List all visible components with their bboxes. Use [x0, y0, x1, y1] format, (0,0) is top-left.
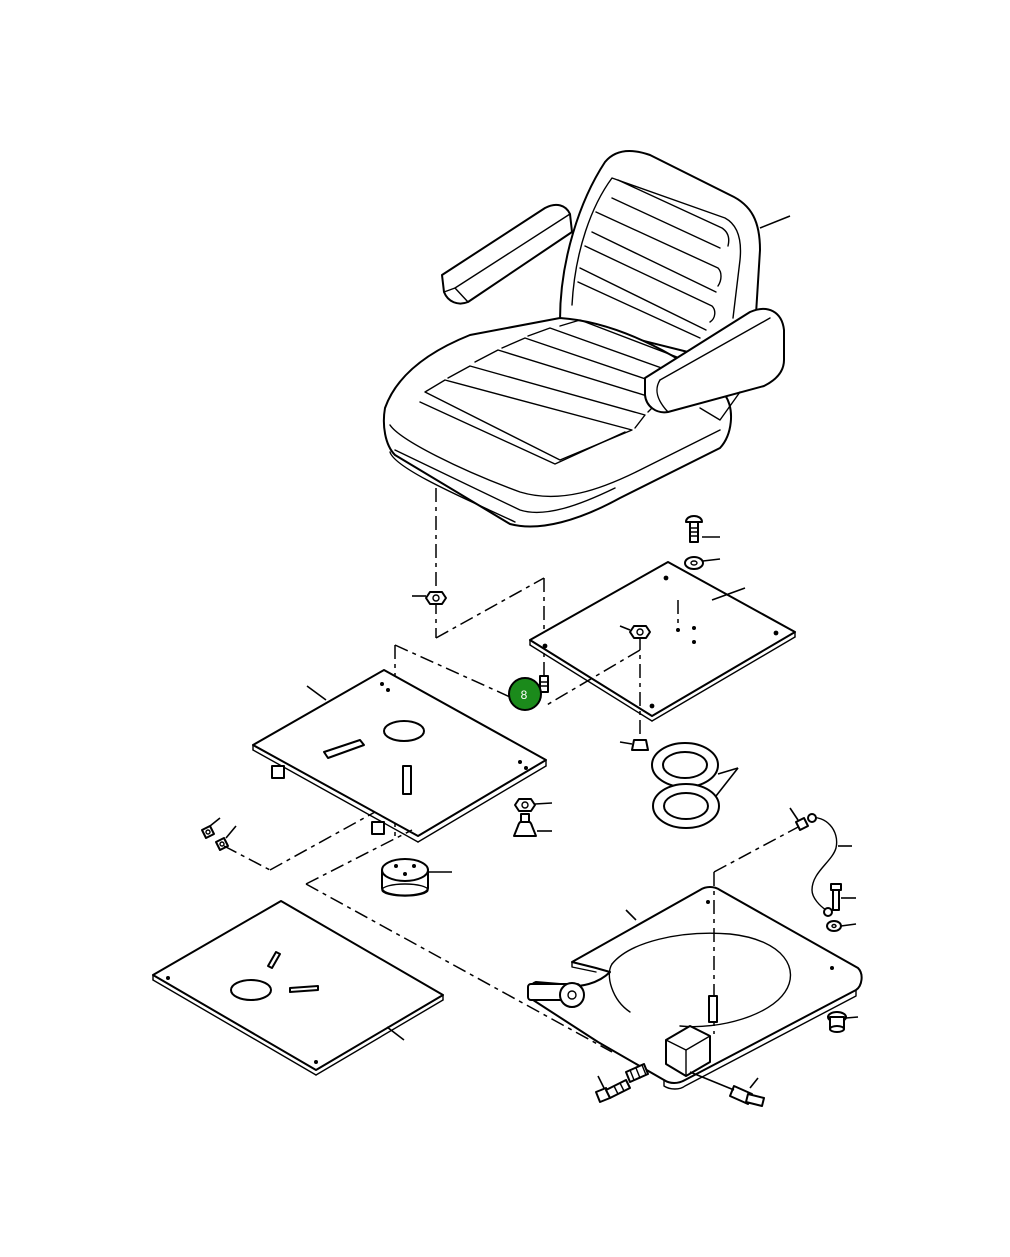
washer-top [684, 556, 721, 570]
swivel-plate [527, 886, 863, 1090]
callout-8[interactable]: 8 [508, 677, 542, 711]
callout-number: 8 [521, 688, 528, 702]
bolt-bottom-right [689, 1071, 765, 1107]
ground-cable [789, 807, 852, 917]
upper-right-plate [529, 561, 796, 722]
bolt-callout-area [539, 675, 549, 693]
nut-upper-plate [619, 625, 651, 639]
seat-cushion [382, 317, 732, 528]
left-armrest [441, 203, 573, 305]
rubber-foot [513, 813, 552, 837]
bolt-bottom-left [595, 1075, 631, 1103]
washer-right-stack [826, 920, 857, 932]
seat-assembly [382, 149, 791, 528]
bolt-under-plate [619, 739, 649, 751]
carriage-bolt-top [685, 515, 720, 543]
nut-middle-right [514, 798, 553, 812]
spacer-right [827, 1011, 859, 1033]
center-plate-line [394, 644, 531, 707]
bottom-plate-line-b [305, 883, 613, 1053]
pin-swivel [708, 995, 718, 1023]
upper-plate-line-c [544, 649, 641, 707]
middle-plate [252, 669, 547, 843]
bolt-right-stack [830, 883, 856, 911]
bottom-plate-line-a [305, 829, 413, 885]
swivel-hub [381, 858, 452, 897]
ring-washers [651, 742, 739, 829]
nut-upper-left [412, 591, 447, 605]
spring-bottom [625, 1063, 649, 1083]
left-nut-line-2 [269, 811, 376, 871]
swivel-pin-line-2 [713, 825, 801, 873]
seat-back [559, 149, 791, 356]
right-armrest [644, 307, 785, 421]
left-nuts [201, 817, 237, 851]
left-nut-line [223, 845, 271, 871]
bottom-left-plate [152, 900, 444, 1076]
seat-mount-line-2 [435, 577, 545, 639]
